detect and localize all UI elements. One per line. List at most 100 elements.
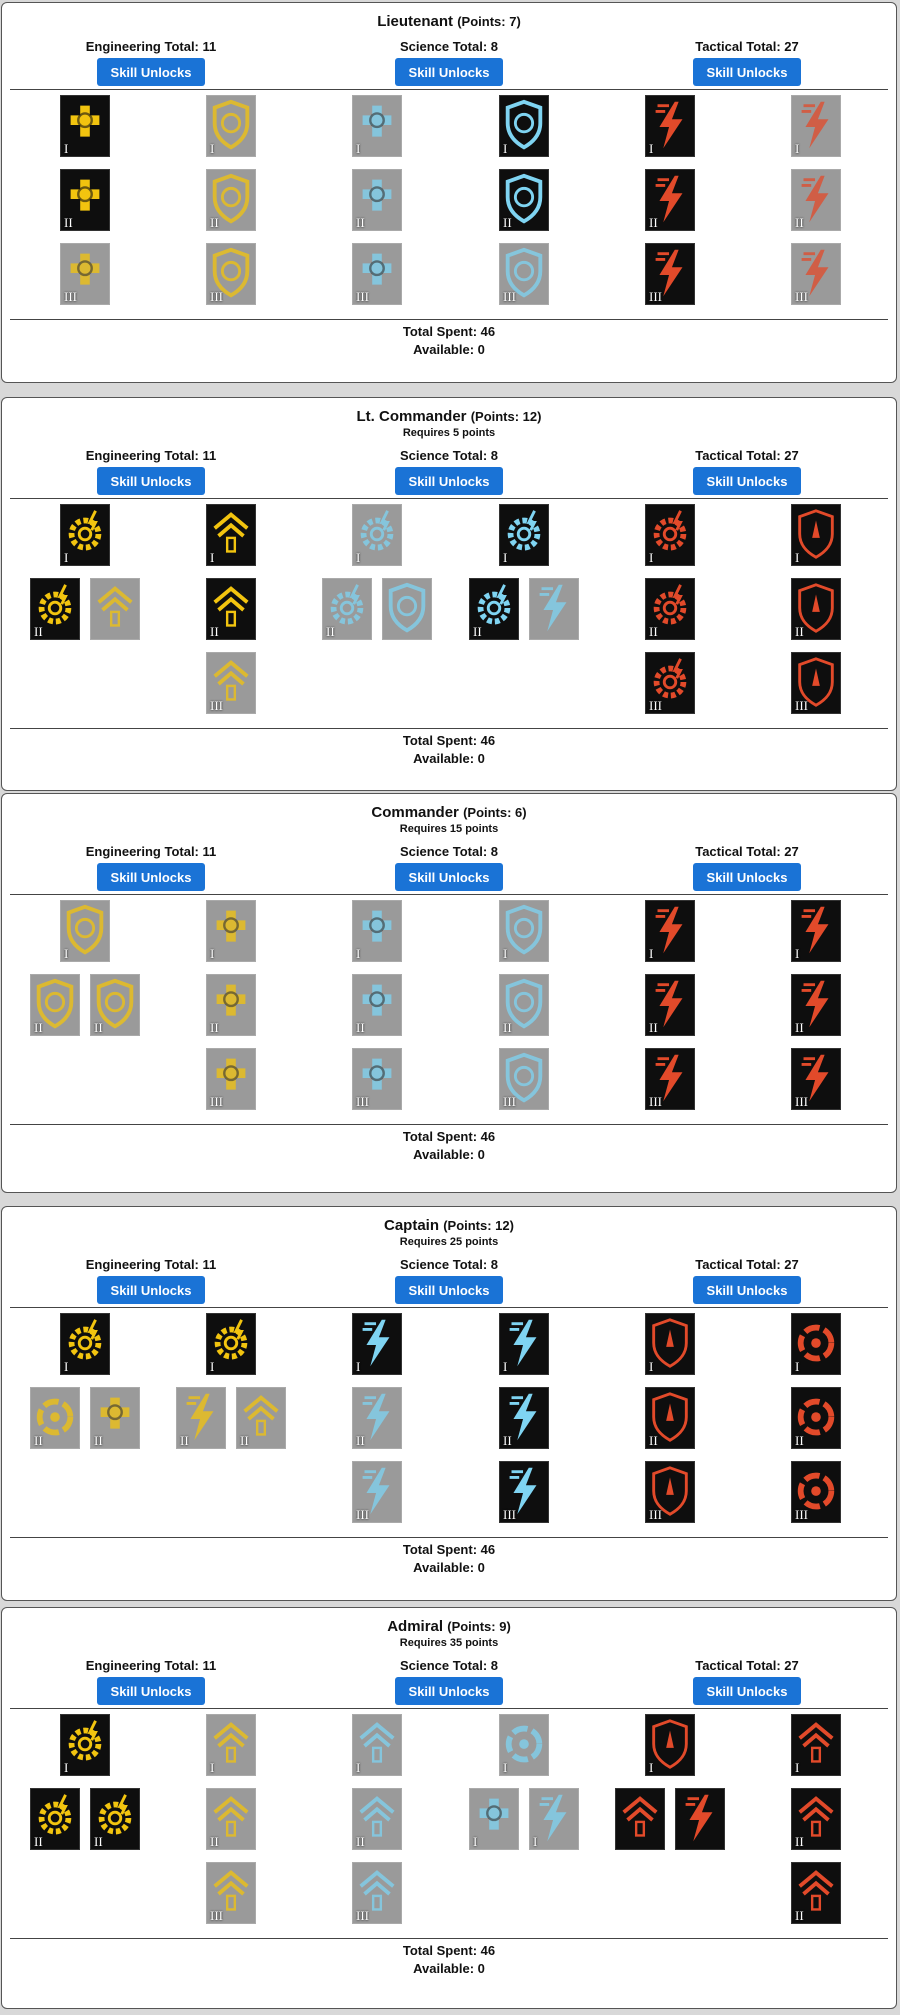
science-shield-skill-icon[interactable]: II [499,974,549,1036]
science-gear-skill-icon[interactable]: II [469,578,519,640]
engineering-cross-skill-icon[interactable]: II [90,1387,140,1449]
science-bolt-skill-icon[interactable]: I [352,1313,402,1375]
tactical-bolt-skill-icon[interactable]: II [645,169,695,231]
engineering-shield-skill-icon[interactable]: III [206,243,256,305]
science-bolt-skill-icon[interactable]: III [499,1461,549,1523]
tactical-ring-skill-icon[interactable]: III [791,1461,841,1523]
engineering-shield-skill-icon[interactable]: II [206,169,256,231]
science-skill-unlocks-button[interactable]: Skill Unlocks [395,58,503,86]
engineering-gear-skill-icon[interactable]: I [60,1313,110,1375]
science-chevron-skill-icon[interactable]: I [352,1714,402,1776]
engineering-gear-skill-icon[interactable]: II [30,1788,80,1850]
tactical-bolt-skill-icon[interactable]: III [791,243,841,305]
engineering-gear-skill-icon[interactable]: I [60,1714,110,1776]
science-bolt-skill-icon[interactable]: I [529,1788,579,1850]
tactical-bolt-skill-icon[interactable]: III [645,243,695,305]
engineering-cross-skill-icon[interactable]: III [206,1048,256,1110]
engineering-shield-skill-icon[interactable]: I [60,900,110,962]
science-gear-skill-icon[interactable]: II [322,578,372,640]
science-bolt-skill-icon[interactable]: II [499,1387,549,1449]
engineering-shield-skill-icon[interactable]: I [206,95,256,157]
engineering-gear-skill-icon[interactable]: II [90,1788,140,1850]
engineering-chevron-skill-icon[interactable] [90,578,140,640]
tactical-chevron-skill-icon[interactable] [615,1788,665,1850]
science-bolt-skill-icon[interactable]: II [352,1387,402,1449]
science-bolt-skill-icon[interactable]: I [499,1313,549,1375]
engineering-chevron-skill-icon[interactable]: I [206,504,256,566]
tactical-skill-unlocks-button[interactable]: Skill Unlocks [693,467,801,495]
science-chevron-skill-icon[interactable]: II [352,1788,402,1850]
tactical-chevron-skill-icon[interactable]: II [791,1862,841,1924]
engineering-shield-skill-icon[interactable]: II [30,974,80,1036]
science-shield-skill-icon[interactable]: III [499,1048,549,1110]
tactical-badge-skill-icon[interactable]: II [645,1387,695,1449]
science-bolt-skill-icon[interactable]: III [352,1461,402,1523]
tactical-badge-skill-icon[interactable]: III [645,1461,695,1523]
science-cross-skill-icon[interactable]: I [352,95,402,157]
science-cross-skill-icon[interactable]: II [352,169,402,231]
engineering-shield-skill-icon[interactable]: II [90,974,140,1036]
science-skill-unlocks-button[interactable]: Skill Unlocks [395,467,503,495]
tactical-gear-skill-icon[interactable]: III [645,652,695,714]
science-skill-unlocks-button[interactable]: Skill Unlocks [395,1276,503,1304]
engineering-cross-skill-icon[interactable]: II [206,974,256,1036]
tactical-ring-skill-icon[interactable]: I [791,1313,841,1375]
tactical-chevron-skill-icon[interactable]: II [791,1788,841,1850]
science-ring-skill-icon[interactable]: I [499,1714,549,1776]
engineering-chevron-skill-icon[interactable]: II [206,1788,256,1850]
tactical-chevron-skill-icon[interactable]: I [791,1714,841,1776]
tactical-bolt-skill-icon[interactable]: I [645,900,695,962]
engineering-skill-unlocks-button[interactable]: Skill Unlocks [97,58,205,86]
science-cross-skill-icon[interactable]: I [469,1788,519,1850]
science-cross-skill-icon[interactable]: I [352,900,402,962]
science-shield-skill-icon[interactable]: III [499,243,549,305]
engineering-skill-unlocks-button[interactable]: Skill Unlocks [97,467,205,495]
tactical-gear-skill-icon[interactable]: II [645,578,695,640]
science-bolt-skill-icon[interactable] [529,578,579,640]
tactical-bolt-skill-icon[interactable]: I [791,900,841,962]
engineering-ring-skill-icon[interactable]: II [30,1387,80,1449]
engineering-cross-skill-icon[interactable]: I [60,95,110,157]
tactical-badge-skill-icon[interactable]: I [791,504,841,566]
science-chevron-skill-icon[interactable]: III [352,1862,402,1924]
tactical-bolt-skill-icon[interactable]: III [645,1048,695,1110]
science-gear-skill-icon[interactable]: I [352,504,402,566]
tactical-skill-unlocks-button[interactable]: Skill Unlocks [693,1677,801,1705]
engineering-chevron-skill-icon[interactable]: II [236,1387,286,1449]
tactical-bolt-skill-icon[interactable]: II [791,974,841,1036]
tactical-bolt-skill-icon[interactable]: II [645,974,695,1036]
science-gear-skill-icon[interactable]: I [499,504,549,566]
tactical-bolt-skill-icon[interactable]: II [791,169,841,231]
tactical-ring-skill-icon[interactable]: II [791,1387,841,1449]
tactical-bolt-skill-icon[interactable]: I [791,95,841,157]
engineering-cross-skill-icon[interactable]: II [60,169,110,231]
tactical-bolt-skill-icon[interactable] [675,1788,725,1850]
science-shield-skill-icon[interactable] [382,578,432,640]
science-cross-skill-icon[interactable]: III [352,243,402,305]
tactical-skill-unlocks-button[interactable]: Skill Unlocks [693,863,801,891]
engineering-chevron-skill-icon[interactable]: I [206,1714,256,1776]
engineering-gear-skill-icon[interactable]: II [30,578,80,640]
tactical-badge-skill-icon[interactable]: III [791,652,841,714]
science-skill-unlocks-button[interactable]: Skill Unlocks [395,1677,503,1705]
tactical-gear-skill-icon[interactable]: I [645,504,695,566]
engineering-gear-skill-icon[interactable]: I [206,1313,256,1375]
tactical-skill-unlocks-button[interactable]: Skill Unlocks [693,58,801,86]
science-cross-skill-icon[interactable]: III [352,1048,402,1110]
engineering-chevron-skill-icon[interactable]: III [206,652,256,714]
science-cross-skill-icon[interactable]: II [352,974,402,1036]
science-shield-skill-icon[interactable]: II [499,169,549,231]
engineering-cross-skill-icon[interactable]: III [60,243,110,305]
science-shield-skill-icon[interactable]: I [499,900,549,962]
science-shield-skill-icon[interactable]: I [499,95,549,157]
engineering-cross-skill-icon[interactable]: I [206,900,256,962]
tactical-bolt-skill-icon[interactable]: III [791,1048,841,1110]
engineering-bolt-skill-icon[interactable]: II [176,1387,226,1449]
engineering-skill-unlocks-button[interactable]: Skill Unlocks [97,1677,205,1705]
engineering-gear-skill-icon[interactable]: I [60,504,110,566]
engineering-chevron-skill-icon[interactable]: II [206,578,256,640]
tactical-badge-skill-icon[interactable]: I [645,1714,695,1776]
tactical-badge-skill-icon[interactable]: II [791,578,841,640]
engineering-chevron-skill-icon[interactable]: III [206,1862,256,1924]
tactical-bolt-skill-icon[interactable]: I [645,95,695,157]
